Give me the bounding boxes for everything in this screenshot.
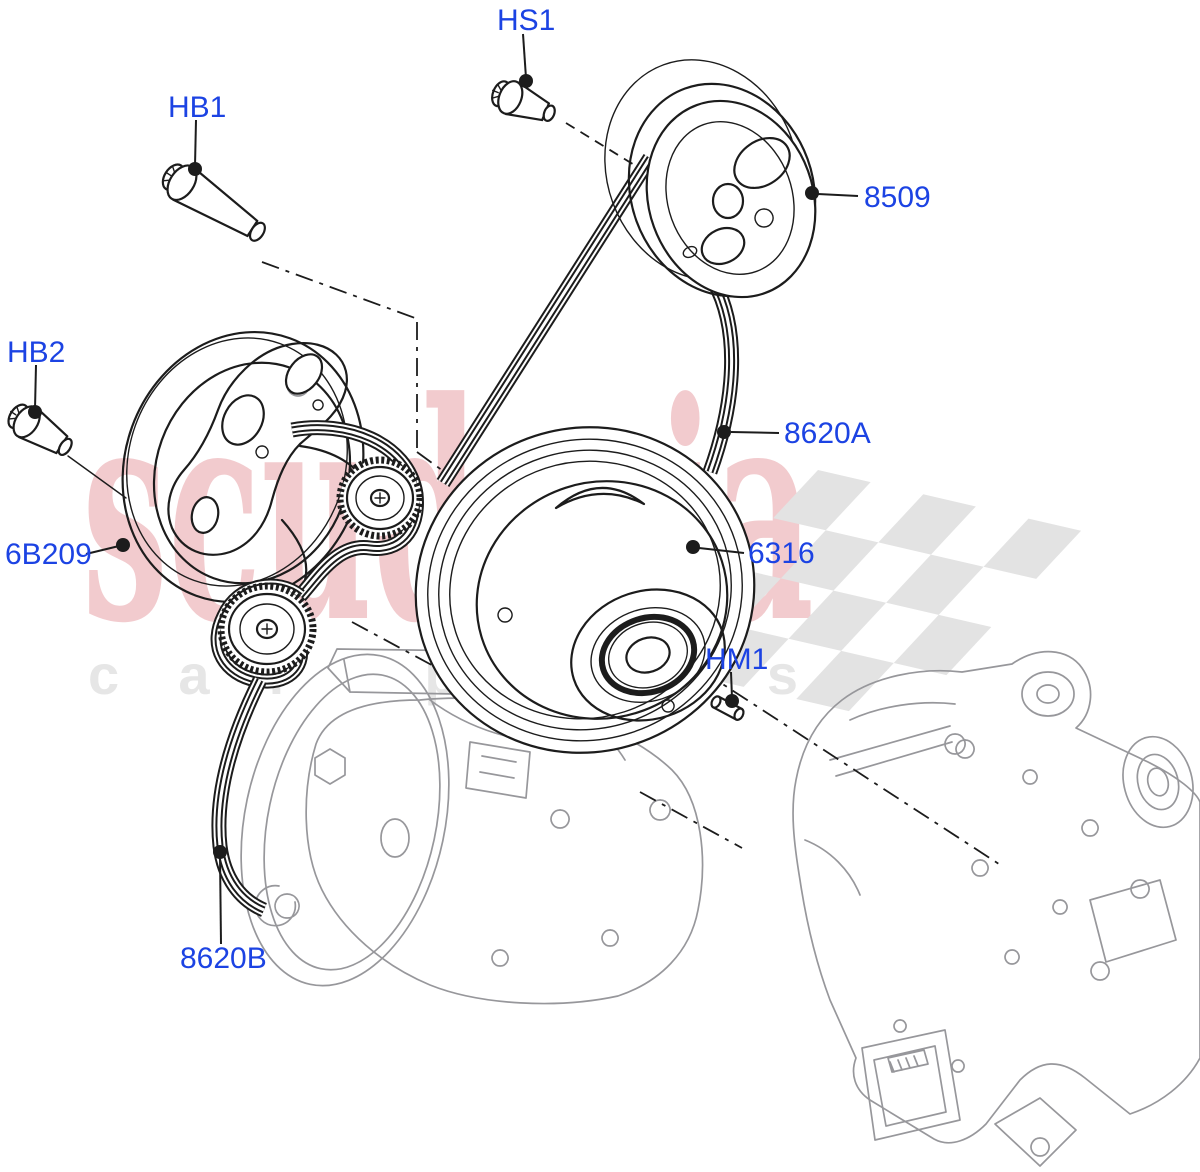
- leader-dot-hs1: [519, 74, 533, 88]
- leader-line-8509: [817, 193, 859, 197]
- hb1-axis-line: [261, 261, 451, 477]
- leader-line-6316: [698, 547, 745, 554]
- part-label-hs1[interactable]: HS1: [497, 4, 555, 37]
- leader-dot-8620b: [213, 845, 227, 859]
- part-label-8620a[interactable]: 8620A: [784, 417, 871, 450]
- leader-line-8620a: [730, 431, 780, 434]
- leader-line-hm1: [730, 671, 733, 699]
- crank-pulley-6316: [414, 426, 756, 754]
- leader-dot-8620a: [717, 425, 731, 439]
- leader-line-6b209: [85, 545, 120, 555]
- part-labels: HB1 HS1 HB2 6B209 8509 8620A 6316 HM1 86…: [5, 4, 931, 975]
- tensioner-pulley-lower: [217, 582, 317, 676]
- hb2-axis-line: [67, 455, 127, 499]
- tensioner-pulley-upper: [336, 456, 424, 540]
- leader-line-hs1: [522, 33, 527, 79]
- leader-dot-hb2: [28, 405, 42, 419]
- leader-line-8620b: [219, 855, 222, 945]
- leader-dot-6316: [686, 540, 700, 554]
- hs1-axis-line: [565, 122, 637, 167]
- alternator-sketch: [792, 650, 1200, 1167]
- part-label-hm1[interactable]: HM1: [705, 643, 768, 676]
- part-label-6b209[interactable]: 6B209: [5, 538, 92, 571]
- part-label-8620b[interactable]: 8620B: [180, 942, 267, 975]
- leader-line-hb2: [34, 364, 37, 410]
- pin-hm1: [710, 695, 745, 721]
- part-label-hb1[interactable]: HB1: [168, 91, 226, 124]
- leader-dot-6b209: [116, 538, 130, 552]
- leader-dot-8509: [805, 186, 819, 200]
- bolt-hb1: [161, 163, 266, 242]
- pulley-8509: [604, 59, 817, 299]
- leader-dot-hm1: [725, 694, 739, 708]
- bolt-hs1: [491, 80, 556, 122]
- leader-line-hb1: [194, 119, 197, 167]
- part-label-8509[interactable]: 8509: [864, 181, 931, 214]
- part-label-6316[interactable]: 6316: [748, 537, 815, 570]
- leader-dot-hb1: [188, 162, 202, 176]
- part-label-hb2[interactable]: HB2: [7, 336, 65, 369]
